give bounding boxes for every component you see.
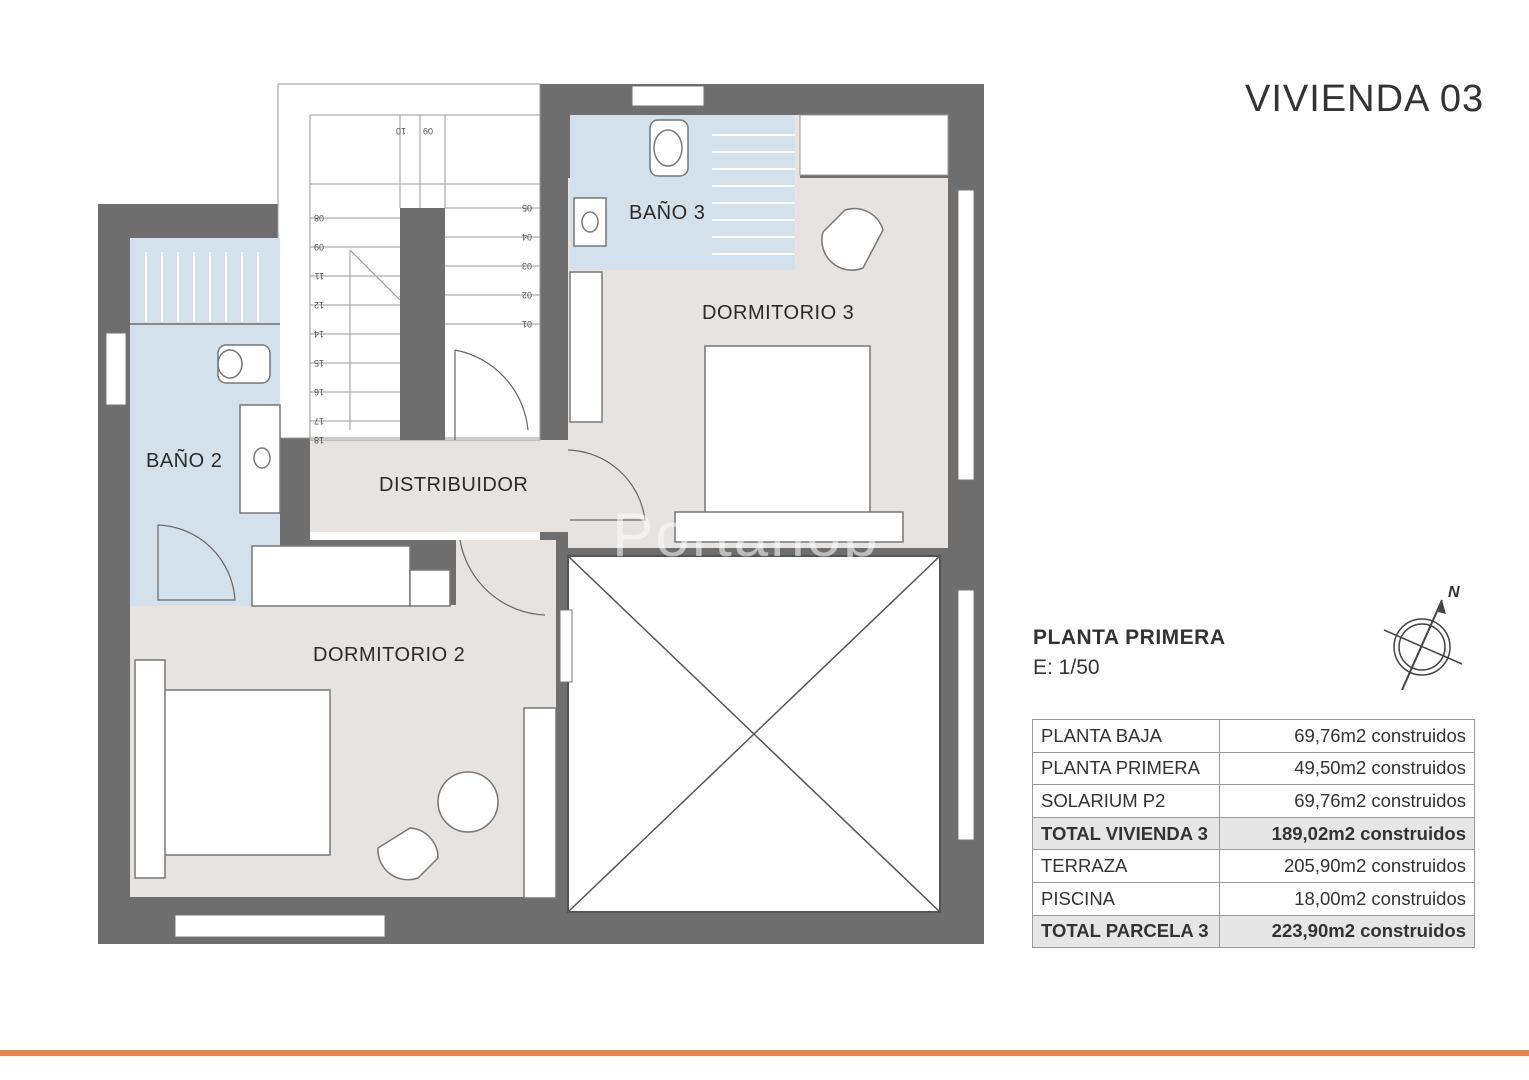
stair-step-number: 09 (314, 242, 324, 252)
stair-step-number: 10 (396, 126, 406, 136)
shower-bano2 (130, 252, 280, 325)
stair-core (400, 208, 445, 440)
room-label-dormitorio2: DORMITORIO 2 (313, 644, 466, 666)
area-value: 69,76m2 construidos (1219, 784, 1475, 818)
area-value: 223,90m2 construidos (1219, 914, 1475, 949)
bed-dormitorio3 (674, 345, 904, 543)
stair-step-number: 17 (314, 416, 324, 426)
doors (157, 349, 646, 616)
bathrooms (130, 115, 795, 606)
stair-step-number: 18 (314, 435, 324, 445)
area-value: 69,76m2 construidos (1219, 719, 1475, 753)
stair-step-number: 03 (522, 261, 532, 271)
furniture-misc (377, 207, 884, 881)
area-label: SOLARIUM P2 (1032, 784, 1220, 818)
stair-step-number: 08 (314, 213, 324, 223)
area-value: 205,90m2 construidos (1219, 849, 1475, 883)
area-label: PLANTA PRIMERA (1032, 751, 1220, 786)
sanitary (217, 119, 689, 514)
plan-scale: E: 1/50 (1033, 656, 1100, 679)
stair-step-number: 02 (522, 290, 532, 300)
page-title: VIVIENDA 03 (1245, 78, 1485, 120)
stair-step-number: 01 (522, 319, 532, 329)
floor-plan: 08 09 11 12 14 15 16 17 18 05 04 03 02 01 10 09 (98, 83, 984, 944)
stair-step-number: 12 (314, 300, 324, 310)
compass-north-label: N (1448, 584, 1460, 601)
stair-step-number: 09 (423, 126, 433, 136)
area-value: 18,00m2 construidos (1219, 881, 1475, 916)
stair-step-number: 11 (315, 271, 324, 281)
room-label-bano2: BAÑO 2 (146, 450, 223, 472)
stair-step-number: 05 (522, 203, 532, 213)
shower-bano3 (712, 134, 795, 255)
area-label: PISCINA (1032, 881, 1220, 916)
wardrobes (251, 271, 603, 899)
stair-step-number: 04 (522, 232, 532, 242)
bed-dormitorio2 (134, 659, 331, 879)
double-height-void (567, 555, 941, 913)
area-value: 49,50m2 construidos (1219, 751, 1475, 786)
footer-accent-line (0, 1050, 1529, 1056)
compass-icon (1383, 599, 1463, 690)
area-label: TERRAZA (1032, 849, 1220, 883)
windows (105, 85, 975, 938)
stair-step-number: 16 (314, 387, 324, 397)
watermark: Portanop (612, 501, 880, 570)
room-label-bano3: BAÑO 3 (629, 202, 706, 224)
room-label-dormitorio3: DORMITORIO 3 (702, 302, 855, 324)
area-label: TOTAL PARCELA 3 (1032, 914, 1220, 949)
area-label: TOTAL VIVIENDA 3 (1032, 816, 1220, 851)
area-value: 189,02m2 construidos (1219, 816, 1475, 851)
plan-title: PLANTA PRIMERA (1033, 626, 1226, 649)
stair-step-number: 15 (314, 358, 324, 368)
area-label: PLANTA BAJA (1032, 719, 1220, 753)
stair-step-number: 14 (314, 329, 324, 339)
room-label-distribuidor: DISTRIBUIDOR (379, 474, 529, 496)
